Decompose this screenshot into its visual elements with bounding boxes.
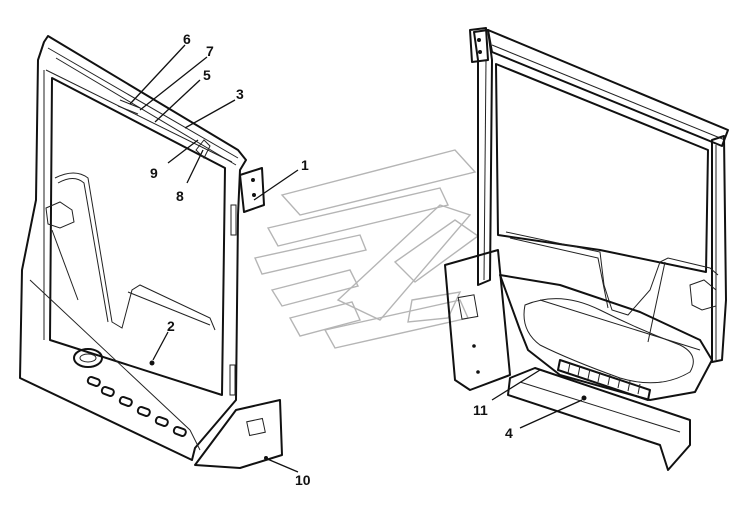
hinge-bracket xyxy=(239,167,265,213)
callout-2: 2 xyxy=(167,318,175,334)
door-vent-slots xyxy=(86,375,187,437)
callout-7: 7 xyxy=(206,43,214,59)
inner-bottom-sill xyxy=(507,367,691,471)
callout-labels: 6 7 5 3 9 8 1 2 10 11 4 xyxy=(150,31,513,488)
callout-5: 5 xyxy=(203,67,211,83)
watermark-logo xyxy=(254,149,480,349)
door-latch xyxy=(45,201,75,229)
inner-side-panel xyxy=(444,249,511,391)
bottom-plate xyxy=(194,399,283,469)
inner-window-glass xyxy=(495,63,709,273)
inner-door-top-rail xyxy=(487,29,729,147)
door-lock xyxy=(73,348,103,368)
door-outer-view xyxy=(19,35,283,469)
callout-4: 4 xyxy=(505,425,513,441)
callout-9: 9 xyxy=(150,165,158,181)
callout-10: 10 xyxy=(295,472,311,488)
door-outer-frame xyxy=(19,35,247,461)
callout-8: 8 xyxy=(176,188,184,204)
inner-door-latch xyxy=(689,279,717,311)
callout-1: 1 xyxy=(301,157,309,173)
callout-11: 11 xyxy=(473,402,488,418)
callout-6: 6 xyxy=(183,31,191,47)
door-inner-view xyxy=(444,27,729,471)
callout-3: 3 xyxy=(236,86,244,102)
inner-hinge-bracket xyxy=(469,27,489,63)
leader-lines xyxy=(129,44,583,473)
inner-door-trim-panel xyxy=(499,274,713,401)
door-window-glass xyxy=(49,77,226,396)
